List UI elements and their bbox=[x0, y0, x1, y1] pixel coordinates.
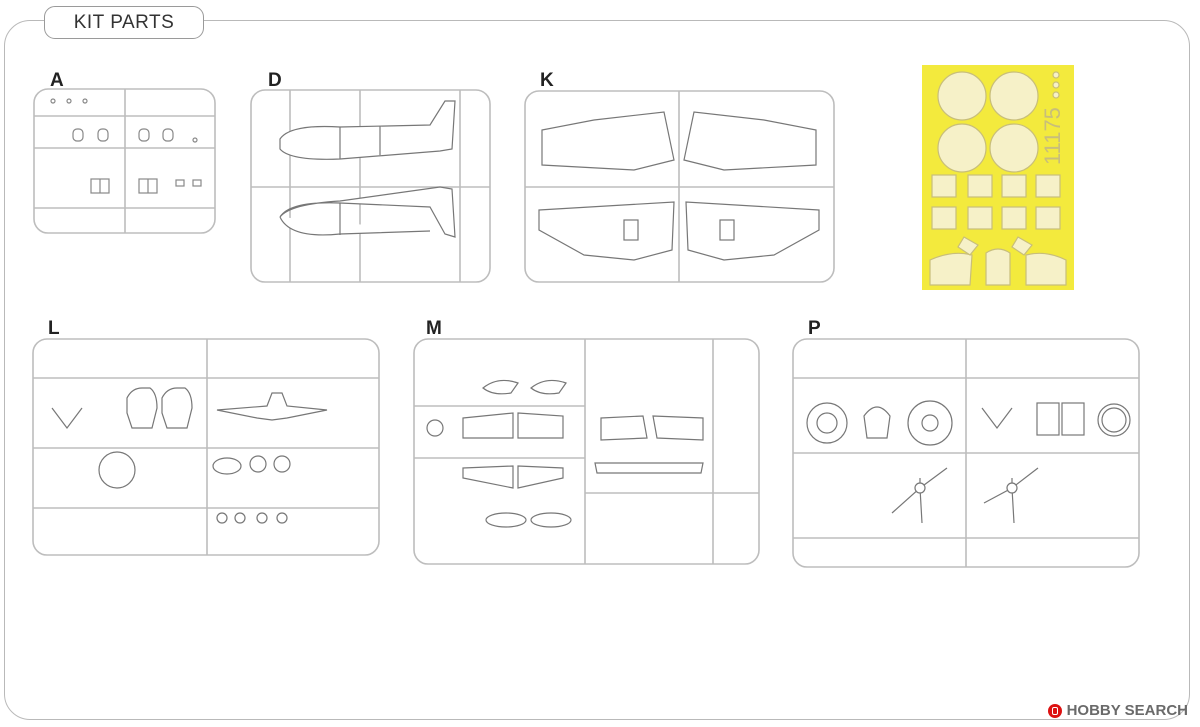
sprue-a-label: A bbox=[50, 70, 64, 91]
sprue-l-label: L bbox=[48, 318, 60, 339]
mask-code: 11175 bbox=[1040, 107, 1065, 165]
sprue-a bbox=[33, 88, 216, 234]
sprue-m-label: M bbox=[426, 318, 442, 339]
hobby-search-watermark: HOBBY SEARCH bbox=[1047, 702, 1188, 719]
sprue-d bbox=[250, 89, 491, 283]
sprue-l bbox=[32, 338, 380, 556]
sprue-p-label: P bbox=[808, 318, 821, 339]
canopy-mask-sheet: 11175 bbox=[922, 65, 1074, 290]
watermark-text: HOBBY SEARCH bbox=[1066, 702, 1188, 719]
kit-parts-frame bbox=[4, 20, 1190, 720]
sprue-k-label: K bbox=[540, 70, 554, 91]
kit-parts-title: KIT PARTS bbox=[44, 6, 204, 39]
sprue-d-label: D bbox=[268, 70, 282, 91]
sprue-m bbox=[413, 338, 760, 565]
sprue-p bbox=[792, 338, 1140, 568]
hobby-search-logo-icon bbox=[1047, 703, 1062, 718]
sprue-k bbox=[524, 90, 835, 283]
